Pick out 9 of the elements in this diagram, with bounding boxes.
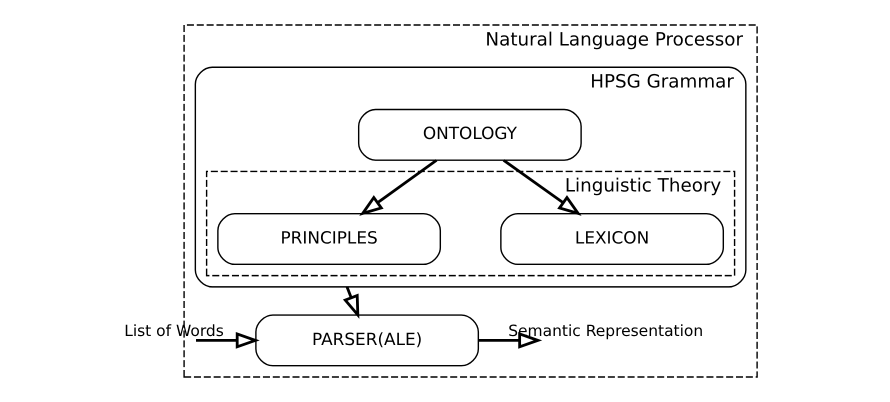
node-box: LEXICON bbox=[500, 212, 724, 266]
edge-label: List of Words bbox=[124, 322, 224, 340]
arrow bbox=[342, 286, 359, 319]
node-box: ONTOLOGY bbox=[357, 108, 582, 161]
node-box: PRINCIPLES bbox=[216, 212, 441, 266]
arrow bbox=[196, 332, 260, 349]
arrow bbox=[478, 332, 542, 349]
node-box: PARSER(ALE) bbox=[254, 314, 479, 366]
edge-label: Semantic Representation bbox=[508, 322, 703, 340]
